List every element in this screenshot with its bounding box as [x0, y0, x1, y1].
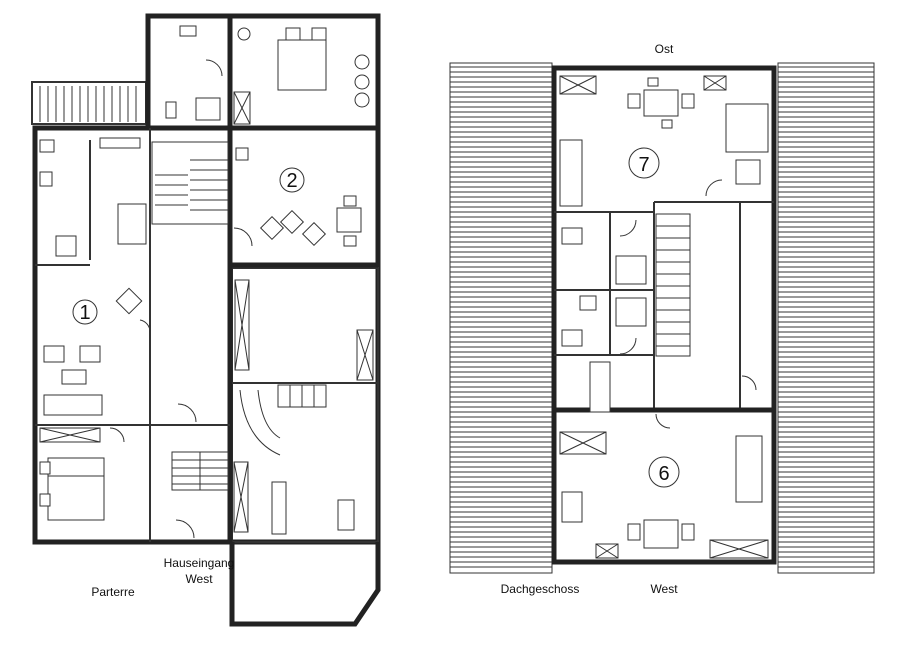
roof-right: [777, 62, 875, 574]
attic-floor-caption: Dachgeschoss: [501, 582, 580, 596]
balcony: [39, 86, 137, 122]
entrance-label-line2: West: [185, 572, 213, 586]
attic-top-label: Ost: [655, 42, 674, 56]
attic-floor-plan: 7 6 Ost West Dachgeschoss: [449, 42, 875, 596]
attic-bottom-label: West: [650, 582, 678, 596]
attic-outer-wall: [551, 65, 777, 565]
entrance-label-line1: Hauseingang: [164, 556, 235, 570]
ground-floor-plan: 1 2 Parterre Hauseingang West: [31, 13, 381, 627]
apartment-7-number: 7: [638, 154, 649, 176]
apartment-2-number: 2: [286, 170, 297, 192]
staircase: [151, 141, 229, 491]
apartment-1-number: 1: [79, 302, 90, 324]
roof-left: [449, 62, 553, 574]
apartment-6-number: 6: [658, 463, 669, 485]
ground-floor-caption: Parterre: [91, 585, 135, 599]
